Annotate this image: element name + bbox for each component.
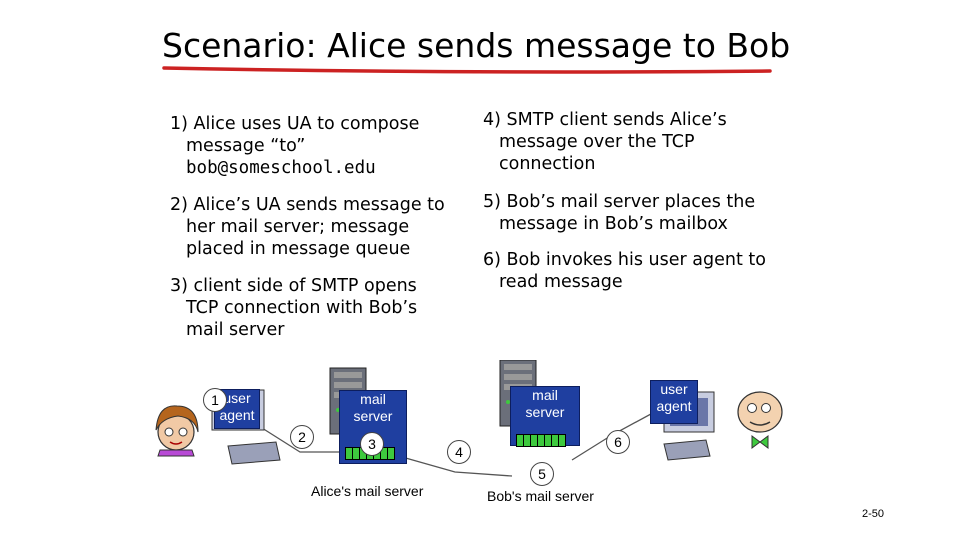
alice-icon [155, 405, 199, 457]
step-6: 6) Bob invokes his user agent to read me… [483, 250, 766, 292]
slide-title: Scenario: Alice sends message to Bob [162, 26, 791, 65]
marker-5: 5 [530, 462, 554, 486]
diagram-graphics [155, 360, 783, 477]
step-5: 5) Bob’s mail server places the message … [483, 192, 756, 234]
marker-6: 6 [606, 430, 630, 454]
marker-1: 1 [203, 388, 227, 412]
marker-4: 4 [447, 440, 471, 464]
bob-user-agent-box: user agent [650, 380, 698, 424]
marker-2: 2 [290, 425, 314, 449]
alice-server-caption: Alice's mail server [311, 483, 424, 499]
bob-icon [737, 391, 783, 449]
step-1: 1) Alice uses UA to compose message “to”… [170, 114, 420, 178]
title-underline [162, 66, 772, 74]
step-3: 3) client side of SMTP opens TCP connect… [170, 276, 418, 340]
bob-server-caption: Bob's mail server [487, 488, 594, 504]
step-2: 2) Alice’s UA sends message to her mail … [170, 195, 445, 259]
slide-number: 2-50 [862, 508, 885, 520]
step-4: 4) SMTP client sends Alice’s message ove… [483, 110, 727, 174]
bob-mailbox-queue [516, 434, 566, 447]
marker-3: 3 [360, 432, 384, 456]
